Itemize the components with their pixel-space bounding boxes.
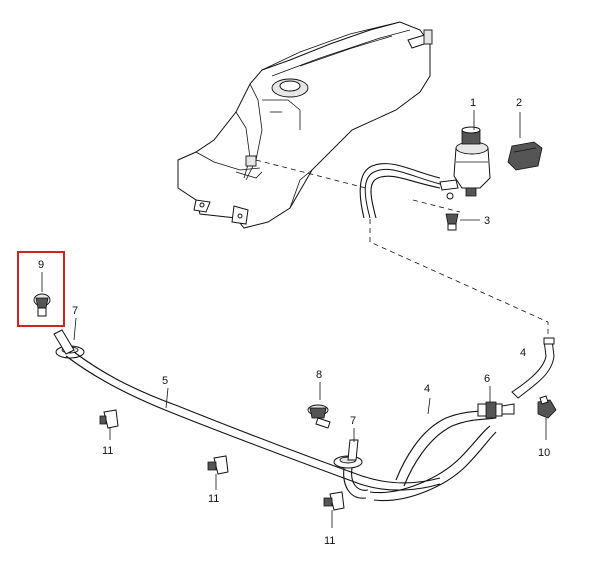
grommet-part [507,141,543,171]
callout-8: 8 [316,369,322,381]
hose-clip-11-left [99,409,119,429]
nozzle-grommet-left [53,329,85,359]
callout-10: 10 [538,447,550,459]
long-hose-part-5 [65,351,441,491]
callout-11-left: 11 [102,445,113,457]
short-hose-part-4 [511,337,555,399]
leader-line [427,397,431,415]
callout-5: 5 [162,375,168,387]
callout-9: 9 [38,259,44,271]
callout-1: 1 [470,97,476,109]
callout-4-lower: 4 [424,383,430,395]
curved-hose-part-4 [369,409,497,502]
nozzle-part-9 [33,293,51,317]
washer-reservoir [177,21,433,229]
callout-2: 2 [516,97,522,109]
nozzle-grommet-right [333,439,369,499]
callout-7-right: 7 [350,415,356,427]
hose-clip-11-right [323,491,345,511]
leader-line [73,317,77,341]
callout-4-right: 4 [520,347,526,359]
connector-part [445,213,459,231]
highlight-box [17,251,65,327]
callout-6: 6 [484,373,490,385]
leader-line [165,387,169,409]
callout-11-right: 11 [324,535,335,547]
callout-7-left: 7 [72,305,78,317]
nozzle-part-8 [307,404,331,429]
callout-labels: 1 2 3 4 4 5 6 7 7 8 9 10 11 11 11 [38,97,550,547]
washer-pump-part [439,126,491,200]
clip-part-10 [537,395,557,419]
reference-dashes [255,159,549,340]
check-valve-part-6 [477,401,515,419]
callout-11-middle: 11 [208,493,219,505]
hose-clip-11-middle [207,455,229,475]
reservoir-hose [359,163,441,219]
callout-3: 3 [484,215,490,227]
